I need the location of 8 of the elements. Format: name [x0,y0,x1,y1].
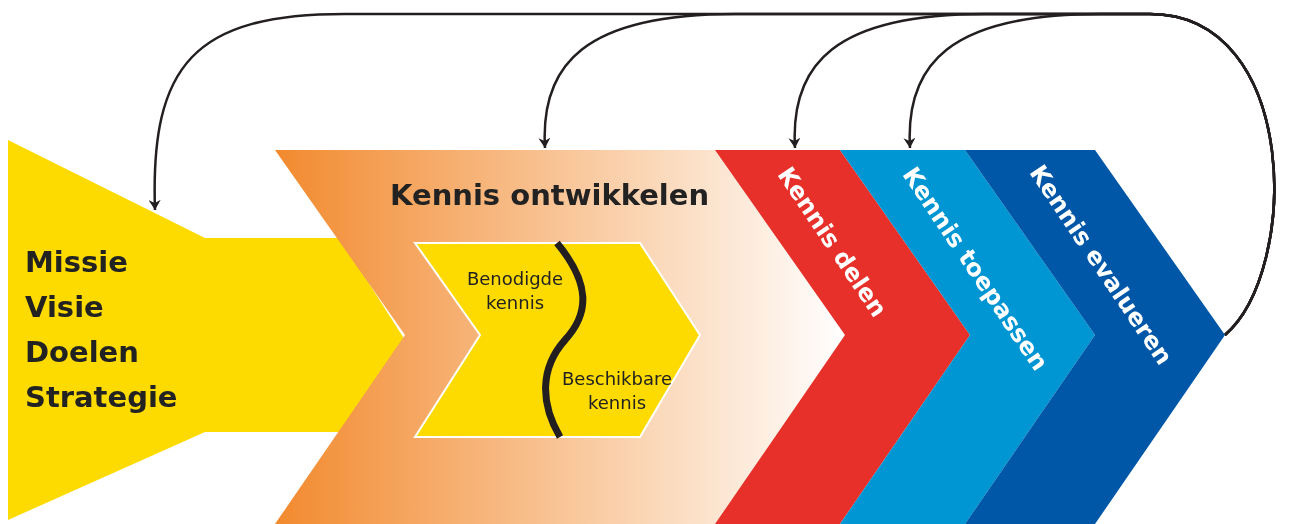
stage-label: Beschikbare kennis [560,367,674,416]
stage-title: Kennis ontwikkelen [390,178,710,212]
arrow [903,12,1276,336]
goal-label: Missie [25,245,128,279]
goal-label: Visie [25,290,104,324]
goal-label: Doelen [25,335,139,369]
stage-label: Benodigde kennis [465,267,565,316]
goal-label: Strategie [25,380,178,414]
